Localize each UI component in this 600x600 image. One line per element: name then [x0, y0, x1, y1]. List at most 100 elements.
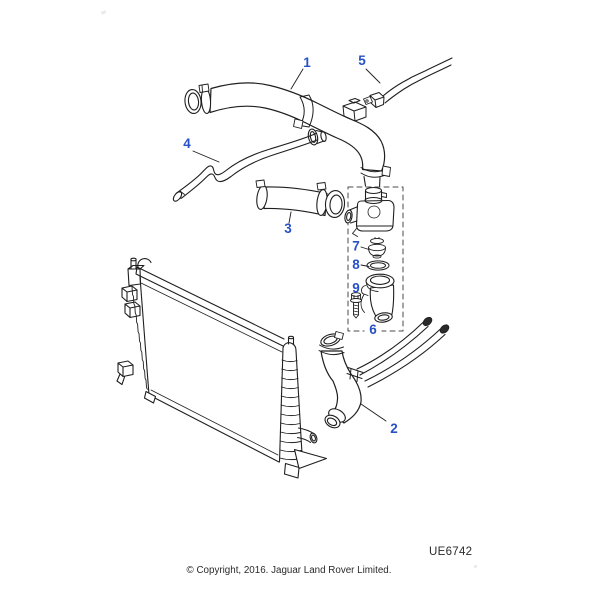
hose-1-illustration — [184, 82, 391, 188]
o-ring-illustration — [366, 260, 390, 271]
hose-3-cuff-opening — [329, 194, 343, 215]
housing-port-opening-inner — [346, 211, 352, 222]
pipe-5-tube — [382, 57, 453, 104]
twin-pipes-illustration — [356, 316, 450, 388]
radiator-mount-tab-mid — [124, 301, 141, 319]
radiator-core-face — [139, 276, 280, 463]
hose-1-clamp-screw-left — [198, 83, 210, 93]
radiator-tank-ribs — [279, 359, 303, 461]
callout-2: 2 — [390, 421, 398, 436]
hose-1-sensor-boss — [342, 98, 367, 122]
hose-3-illustration — [255, 179, 346, 219]
outlet-pipe-illustration — [360, 273, 395, 323]
outlet-flange-rim — [366, 282, 379, 292]
housing-cap-top — [364, 186, 383, 195]
outlet-bottom-opening — [377, 314, 390, 321]
hose-1-elbow-clamp — [360, 167, 385, 178]
leader-8 — [360, 264, 370, 267]
bolt-threads — [353, 304, 359, 316]
callout-labels: 1 5 4 3 7 8 9 6 2 — [183, 53, 398, 436]
hose-1-elbow-stub — [363, 175, 381, 188]
radiator-mount-bracket-lower — [116, 360, 134, 386]
pipe-5-clip-hole — [365, 99, 369, 103]
pipe-upper-end-fitting — [422, 316, 433, 327]
leader-5 — [365, 68, 381, 84]
outlet-bracket-curve — [360, 294, 365, 313]
pipe-5-connector — [369, 92, 385, 108]
radiator-mount-pin — [130, 257, 137, 262]
hose-2-body — [320, 350, 362, 424]
leader-3 — [288, 211, 292, 224]
hose-3-clamp-left-screw — [255, 179, 266, 188]
housing-neck-detail — [367, 205, 381, 219]
thermostat-housing-illustration — [344, 186, 395, 237]
housing-flange — [352, 225, 394, 237]
radiator-filler-pin — [287, 335, 295, 340]
housing-body — [355, 199, 395, 232]
copyright-notice: © Copyright, 2016. Jaguar Land Rover Lim… — [186, 565, 392, 576]
hose-4-lower-edge — [180, 139, 318, 200]
thermostat-illustration — [368, 237, 386, 259]
radiator-filler-pin-sides — [287, 336, 295, 345]
bolt-flange — [350, 298, 362, 303]
radiator-foot-left — [143, 390, 157, 404]
radiator-outlet-opening-inner — [311, 434, 316, 442]
thermostat-top-plate — [370, 238, 384, 244]
hose-4-clamp-inner — [309, 131, 317, 143]
outlet-pipe-body — [369, 284, 395, 318]
hose-3-clamp-right-screw — [316, 182, 327, 191]
hose-2-illustration — [318, 331, 364, 429]
leader-2 — [360, 403, 387, 422]
pipe-5-illustration — [363, 57, 453, 108]
thermostat-cup-rim — [368, 243, 386, 252]
pipe-upper — [356, 320, 429, 376]
pipe-lower — [364, 327, 446, 388]
o-ring-inner — [370, 262, 386, 269]
callout-1: 1 — [303, 55, 311, 70]
bolt-head-sides — [351, 294, 361, 301]
hose-1-body — [209, 82, 386, 172]
hose-1-end-opening — [187, 92, 200, 111]
radiator-serrated-edge — [131, 286, 148, 390]
radiator-foot-right — [283, 462, 300, 479]
hose-4-end-band — [179, 190, 185, 195]
hose-2-top-clamp — [318, 344, 345, 356]
hose-4-upper-edge — [175, 132, 317, 195]
callout-7: 7 — [352, 239, 360, 254]
pipe-lower-end-fitting — [439, 324, 450, 334]
hose-4-illustration — [172, 128, 327, 202]
hose-1-elbow-clamp-screw — [381, 165, 391, 177]
radiator-outlet-opening — [309, 432, 318, 444]
callout-5: 5 — [358, 53, 366, 68]
radiator-bottom-fin — [293, 448, 328, 470]
scan-artifact — [474, 565, 477, 568]
housing-left-port — [348, 206, 358, 224]
callout-leader-lines — [192, 68, 387, 422]
callout-4: 4 — [183, 136, 191, 151]
callout-3: 3 — [284, 221, 292, 236]
housing-port-opening — [344, 209, 353, 224]
radiator-illustration — [116, 257, 328, 479]
callout-6: 6 — [369, 322, 377, 337]
thermostat-cup — [368, 247, 386, 257]
radiator-top-rail — [135, 266, 285, 347]
leader-7 — [360, 246, 370, 250]
callout-8: 8 — [352, 257, 360, 272]
outlet-tab — [361, 285, 369, 296]
housing-cap-base — [364, 196, 383, 205]
hose-2-end-opening — [326, 417, 338, 427]
housing-cap-tab — [381, 192, 387, 198]
outlet-flange-opening — [369, 275, 391, 285]
leader-4 — [192, 150, 220, 163]
radiator-hook-clip — [137, 258, 152, 270]
radiator-corner-block — [127, 264, 145, 287]
hose-2-junction-clamp — [346, 367, 364, 382]
figure-code-label: UE6742 — [429, 546, 473, 558]
hose-1-clamp-mid-screw — [293, 118, 304, 129]
leader-1 — [290, 68, 304, 90]
hose-2-top-screw — [334, 331, 344, 340]
hose-4-clamp — [307, 128, 319, 146]
radiator-core-inner-lines — [140, 282, 283, 456]
